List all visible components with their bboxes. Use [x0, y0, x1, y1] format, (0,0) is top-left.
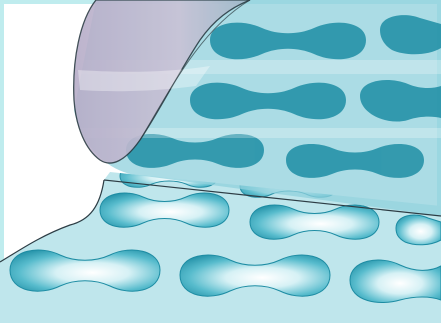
image-frame — [0, 0, 441, 323]
illustration — [0, 0, 441, 323]
